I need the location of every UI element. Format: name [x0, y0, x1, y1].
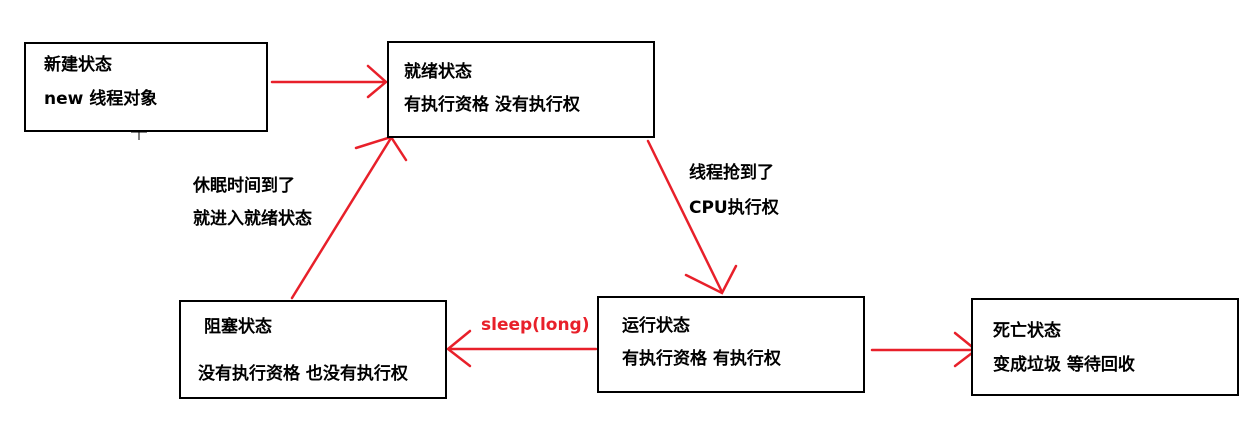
label-running-to-blocked: sleep(long)	[481, 315, 590, 335]
state-new-title: 新建状态	[44, 55, 112, 75]
state-blocked-title: 阻塞状态	[204, 317, 272, 337]
state-blocked	[179, 300, 447, 399]
state-dead	[971, 298, 1239, 396]
state-running	[597, 296, 865, 393]
state-new	[24, 42, 268, 132]
arrow-running-to-blocked	[445, 329, 598, 368]
label-runnable-to-running-line2: CPU执行权	[689, 198, 779, 218]
label-blocked-to-runnable-line2: 就进入就绪状态	[193, 209, 312, 229]
state-dead-title: 死亡状态	[993, 321, 1061, 341]
arrow-runnable-to-running	[646, 139, 738, 295]
state-running-title: 运行状态	[622, 316, 690, 336]
state-blocked-desc: 没有执行资格 也没有执行权	[198, 364, 408, 384]
state-running-desc: 有执行资格 有执行权	[622, 349, 781, 369]
arrow-running-to-dead	[870, 331, 979, 368]
state-runnable-title: 就绪状态	[404, 62, 472, 82]
state-runnable	[387, 41, 655, 138]
state-runnable-desc: 有执行资格 没有执行权	[404, 95, 580, 115]
state-new-desc: new 线程对象	[44, 89, 158, 109]
state-dead-desc: 变成垃圾 等待回收	[993, 355, 1135, 375]
label-blocked-to-runnable-line1: 休眠时间到了	[193, 176, 295, 196]
label-runnable-to-running-line1: 线程抢到了	[689, 163, 774, 183]
arrow-new-to-runnable	[270, 64, 388, 99]
